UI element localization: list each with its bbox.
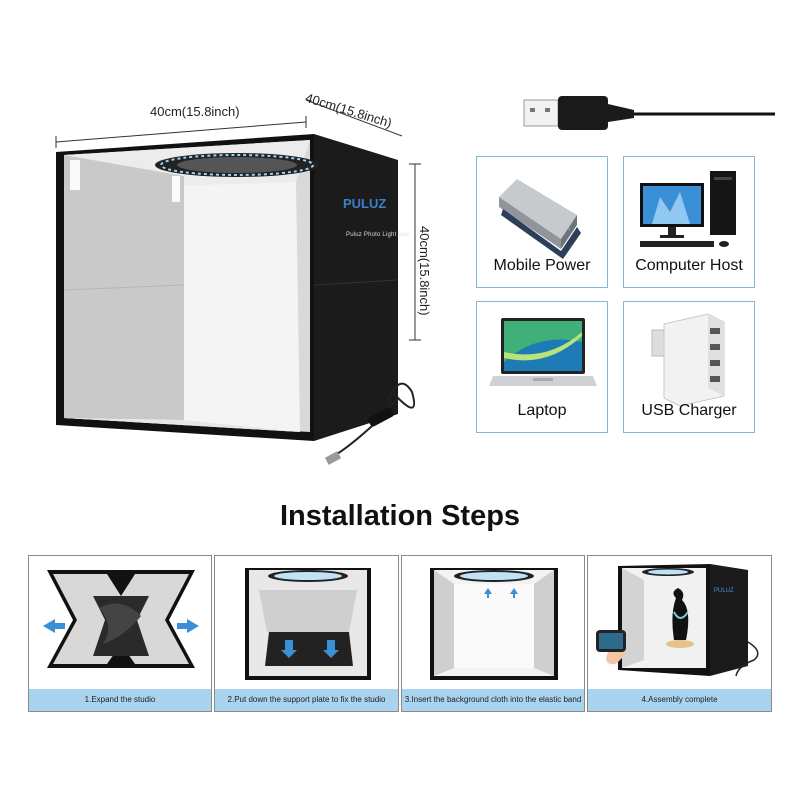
power-bank-icon (499, 179, 581, 259)
card-label: Computer Host (635, 257, 743, 274)
step-caption: 4.Assembly complete (588, 689, 771, 711)
power-source-card-computer-host: Computer Host (623, 156, 755, 288)
installation-steps-title: Installation Steps (279, 500, 521, 532)
step-4-panel: PULUZ 4.Assembly complete (587, 555, 772, 712)
light-box-illustration (55, 96, 775, 465)
background-cloth-illustration (430, 568, 558, 680)
step-3-panel: 3.Insert the background cloth into the e… (401, 555, 585, 712)
step-caption: 3.Insert the background cloth into the e… (402, 689, 584, 711)
svg-text:PULUZ: PULUZ (714, 588, 734, 594)
usb-charger-icon (651, 313, 725, 407)
assembly-complete-illustration: PULUZ (596, 564, 759, 677)
card-label: Mobile Power (493, 257, 591, 274)
width-dimension-label: 40cm(15.8inch) (150, 104, 240, 119)
power-source-card-mobile-power: Mobile Power (476, 156, 608, 288)
support-plate-illustration (245, 568, 371, 680)
model-label: Puluz Photo Light Box (346, 232, 410, 238)
power-source-card-usb-charger: USB Charger (623, 301, 755, 433)
card-label: USB Charger (641, 402, 737, 419)
card-label: Laptop (517, 402, 567, 419)
laptop-icon (489, 318, 597, 386)
step-1-panel: 1.Expand the studio (28, 555, 212, 712)
power-source-card-laptop: Laptop (476, 301, 608, 433)
desktop-computer-icon (640, 171, 736, 247)
brand-logo: PULUZ (343, 196, 387, 211)
step-caption: 2.Put down the support plate to fix the … (215, 689, 398, 711)
height-dimension-label: 40cm(15.8inch) (417, 226, 432, 316)
step-2-panel: 2.Put down the support plate to fix the … (214, 555, 399, 712)
expand-studio-illustration (43, 570, 199, 668)
step-caption: 1.Expand the studio (29, 689, 211, 711)
